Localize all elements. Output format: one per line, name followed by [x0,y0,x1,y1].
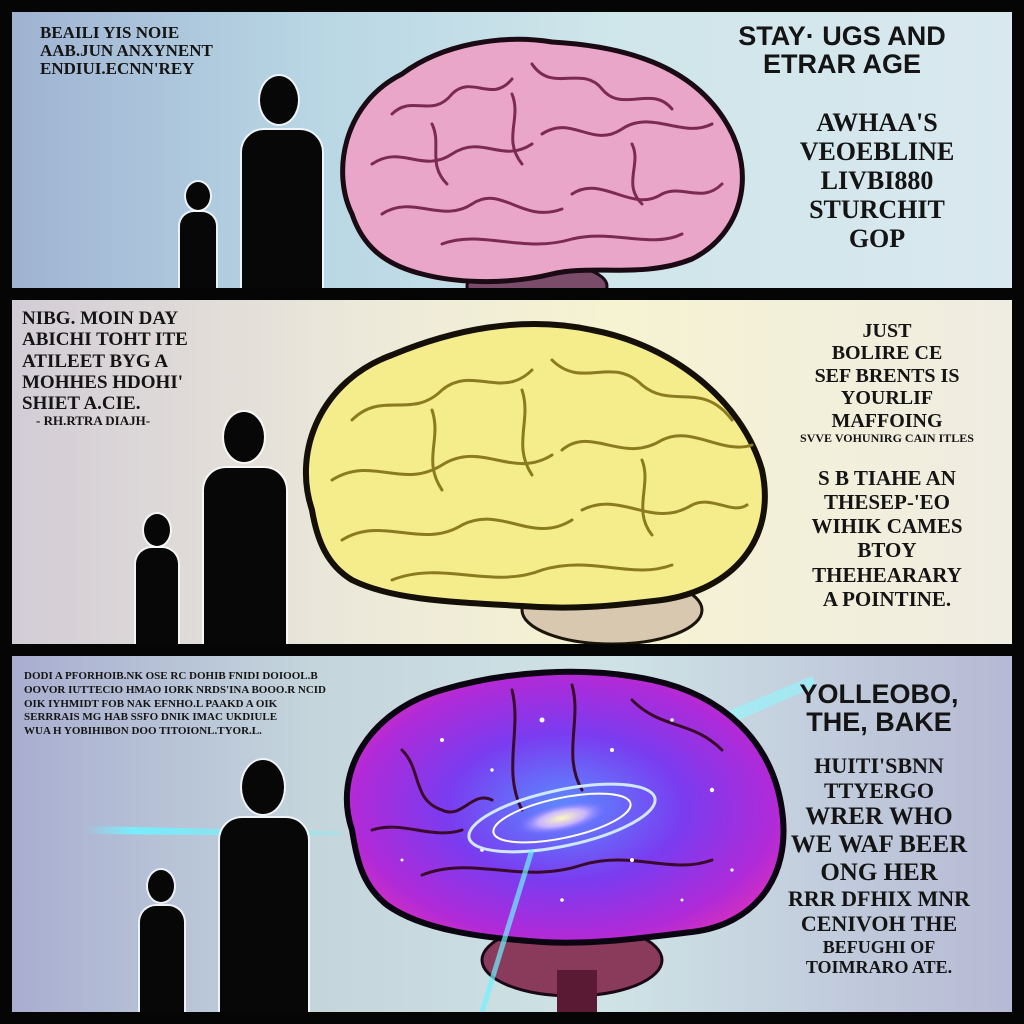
body-line: MAFFOING [831,409,943,432]
body-line: YOURLIF [840,387,934,410]
body-line: THEHEARARY [812,562,962,587]
caption-line: ABICHI TOHT ITE [22,329,188,351]
body-line: ONG HER [820,859,938,887]
caption-line: BEAILI YIS NOIE [40,23,180,42]
body-line: TOIMRARO ATE. [805,956,953,977]
panel-2-body-2: S B TIAHE AN THESEP-'EO WIHIK CAMES BTOY… [772,466,1002,611]
caption-line: NIBG. MOIN DAY [22,308,179,329]
panel-3: DODI A PFORHOIB.NK OSE RC DOHIB FNIDI DO… [12,656,1012,1012]
heading-line: STAY· UGS AND [738,21,946,51]
body-line: SEF BRENTS IS [814,364,960,387]
panel-2-caption: NIBG. MOIN DAY ABICHI TOHT ITE ATILEET B… [22,308,188,429]
body-line: HUITI'SBNN [814,753,944,778]
cosmic-brain-illustration [343,668,787,1012]
body-line: AWHAA'S [816,108,938,137]
caption-line: OOVOR IUTTECIO HMAO IORK NRDS'INA BOOO.R… [24,683,327,696]
heading-line: YOLLEOBO, [799,679,959,709]
body-line: S B TIAHE AN [818,466,956,490]
caption-line: ENDIUI.ECNN'REY [40,58,195,78]
panel-1-body: AWHAA'S VEOEBLINE LIVBI880 STURCHIT GOP [772,108,982,254]
body-line: WE WAF BEER [790,831,968,859]
caption-line: - RH.RTRA DIAJH- [36,413,151,429]
panel-3-caption: DODI A PFORHOIB.NK OSE RC DOHIB FNIDI DO… [24,670,326,739]
body-line: WIHIK CAMES [811,514,963,539]
body-line: JUST [862,320,912,342]
caption-line: AAB.JUN ANXYNENT [40,40,213,60]
panel-2: NIBG. MOIN DAY ABICHI TOHT ITE ATILEET B… [12,300,1012,644]
body-line: STURCHIT [809,195,945,225]
body-line: CENIVOH THE [800,910,958,936]
caption-line: WUA H YOBIHIBON DOO TITOIONL.TYOR.L. [24,725,262,737]
yellow-brain-illustration [302,321,768,644]
caption-line: MOHHES HDOHI' [22,371,183,393]
caption-line: SERRRAIS MG HAB SSFO DNIK IMAC UKDIULE [24,711,278,724]
body-line: VEOEBLINE [799,137,955,167]
caption-line: DODI A PFORHOIB.NK OSE RC DOHIB FNIDI DO… [24,670,318,682]
caption-line: OIK IYHMIDT FOB NAK EFNHO.L PAAKD A OIK [24,697,278,710]
body-line: SVVE VOHUNIRG CAIN ITLES [800,430,974,445]
body-line: TTYERGO [823,777,935,803]
body-line: BOLIRE CE [831,342,943,365]
body-line: LIVBI880 [820,166,934,196]
heading-line: ETRAR AGE [762,49,921,80]
caption-line: ATILEET BYG A [22,350,169,372]
body-line: BEFUGHI OF [822,936,936,957]
caption-line: SHIET A.CIE. [22,393,141,415]
body-line: BTOY [857,538,917,563]
body-line: GOP [848,224,906,254]
panel-3-body: HUITI'SBNN TTYERGO WRER WHO WE WAF BEER … [764,753,994,977]
panel-2-body: JUST BOLIRE CE SEF BRENTS IS YOURLIF MAF… [772,320,1002,445]
body-line: RRR DFHIX MNR [787,886,971,912]
body-line: THESEP-'EO [823,490,951,515]
panel-3-heading: YOLLEOBO, THE, BAKE [754,680,1004,737]
heading-line: THE, BAKE [806,707,952,738]
panel-1-caption: BEAILI YIS NOIE AAB.JUN ANXYNENT ENDIUI.… [40,24,213,78]
pink-brain-illustration [340,36,745,288]
panel-1: BEAILI YIS NOIE AAB.JUN ANXYNENT ENDIUI.… [12,12,1012,288]
body-line: WRER WHO [805,803,953,831]
panel-1-heading: STAY· UGS AND ETRAR AGE [692,22,992,79]
body-line: A POINTINE. [822,586,952,611]
